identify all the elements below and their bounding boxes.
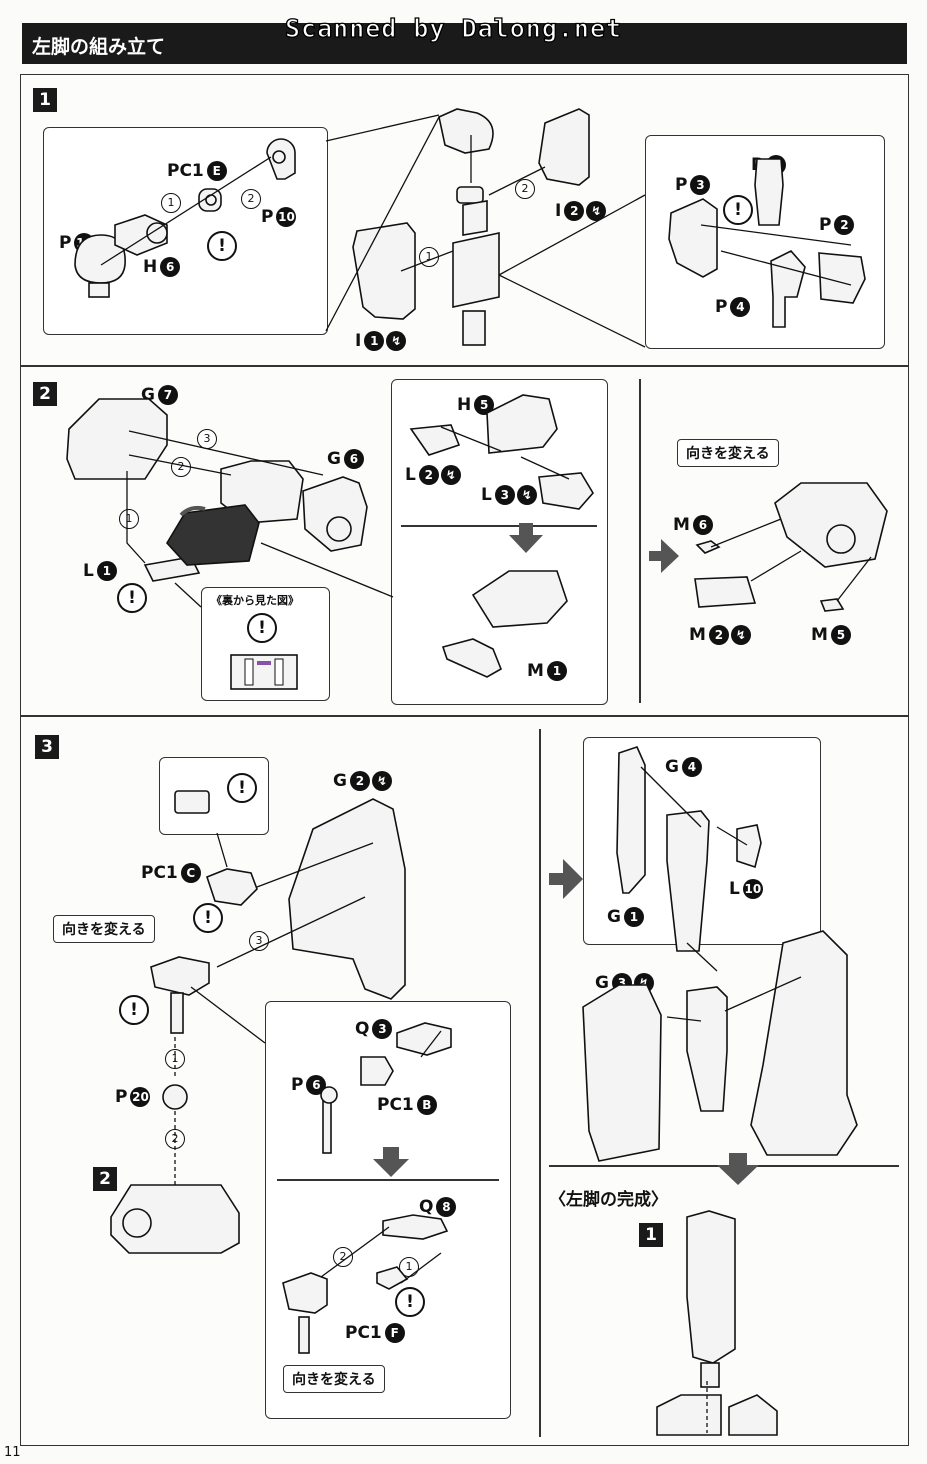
turn-direction-callout: 向きを変える (677, 439, 779, 467)
step-1-parts-illustration (74, 108, 866, 348)
sequence-1: 1 (399, 1257, 419, 1277)
watermark: Scanned by Dalong.net (284, 13, 623, 43)
sequence-2: 2 (241, 189, 261, 209)
step-3-parts-illustration (110, 746, 858, 1436)
section-header: 左脚の組み立て (22, 23, 907, 64)
sequence-3: 3 (249, 931, 269, 951)
step-number: 2 (33, 382, 57, 406)
warning-icon: ! (117, 583, 147, 613)
turn-direction-callout: 向きを変える (53, 915, 155, 943)
turn-direction-callout: 向きを変える (283, 1365, 385, 1393)
back-view-caption: 《裏から見た図》 (203, 589, 307, 611)
sequence-1: 1 (119, 509, 139, 529)
warning-icon: ! (193, 903, 223, 933)
warning-icon: ! (723, 195, 753, 225)
reference-step-1: 1 (639, 1223, 663, 1247)
divider (639, 379, 641, 703)
warning-icon: ! (119, 995, 149, 1025)
step-number: 1 (33, 88, 57, 112)
sequence-2: 2 (333, 1247, 353, 1267)
reference-step-2: 2 (93, 1167, 117, 1191)
section-title: 左脚の組み立て (32, 36, 166, 58)
sequence-2: 2 (171, 457, 191, 477)
warning-icon: ! (247, 613, 277, 643)
sequence-1: 1 (161, 193, 181, 213)
sequence-2: 2 (515, 179, 535, 199)
left-leg-complete-title: 〈左脚の完成〉 (549, 1190, 668, 1210)
warning-icon: ! (227, 773, 257, 803)
divider (539, 729, 541, 1437)
page-number: 11 (4, 1445, 21, 1460)
step-number: 3 (35, 735, 59, 759)
warning-icon: ! (395, 1287, 425, 1317)
warning-icon: ! (207, 231, 237, 261)
step-2-parts-illustration (66, 394, 888, 690)
divider (401, 525, 597, 527)
divider (277, 1179, 499, 1181)
